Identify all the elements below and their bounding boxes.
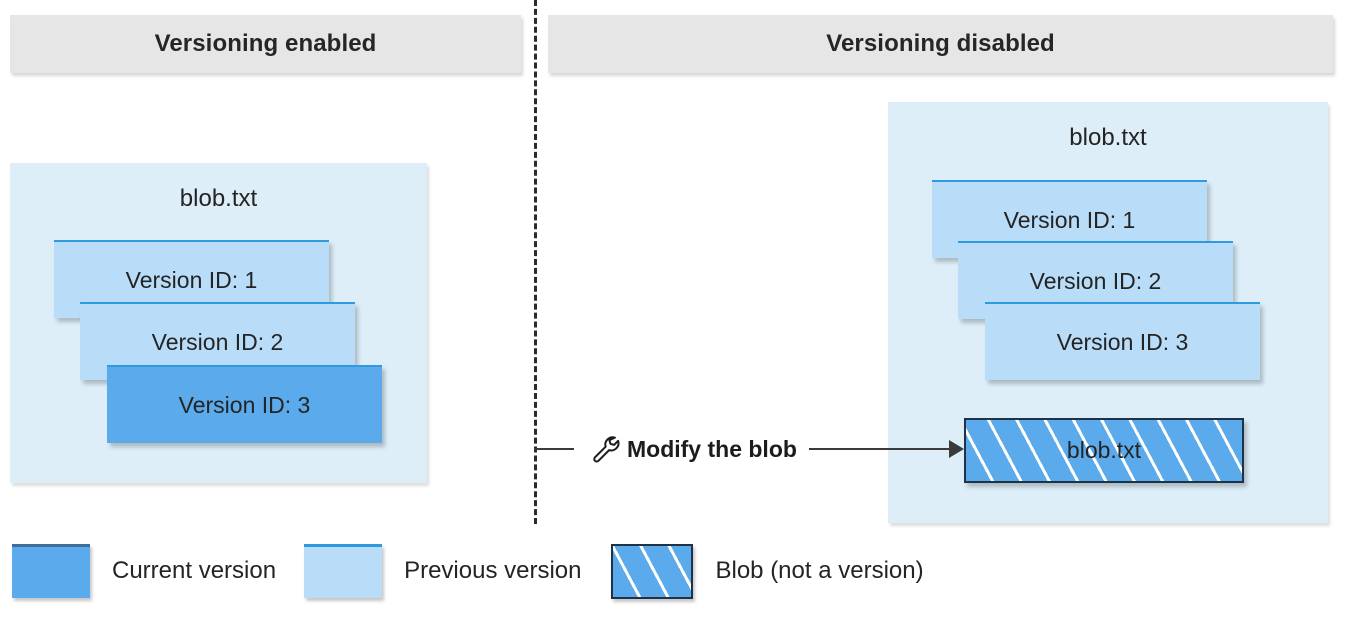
panel-header-versioning-enabled: Versioning enabled [10,15,521,73]
panel-header-label: Versioning disabled [826,30,1055,57]
vertical-dashed-divider [534,0,537,524]
version-card-right-3: Version ID: 3 [985,302,1260,380]
blob-box-label: blob.txt [1066,437,1142,463]
legend-item-previous-version: Previous version [304,543,581,599]
legend-item-current-version: Current version [12,543,276,599]
legend: Current version Previous version Blob (n… [12,543,924,599]
modify-the-blob-connector: Modify the blob [534,425,964,473]
legend-swatch-blob-not-a-version [611,543,694,599]
modify-the-blob-label: Modify the blob [627,435,797,462]
panel-header-versioning-disabled: Versioning disabled [548,15,1333,73]
version-card-label: Version ID: 2 [151,328,284,355]
version-card-left-3-current: Version ID: 3 [107,365,382,443]
legend-swatch-current-version [12,544,90,598]
legend-item-blob-not-a-version: Blob (not a version) [611,543,924,599]
version-card-label: Version ID: 3 [178,391,311,418]
version-card-label: Version ID: 2 [1029,267,1162,294]
legend-label: Current version [112,557,277,584]
connector-line-right [808,448,949,450]
legend-label: Blob (not a version) [715,557,924,584]
version-card-label: Version ID: 1 [1003,206,1136,233]
blob-name-label: blob.txt [179,185,258,212]
version-card-label: Version ID: 1 [125,266,258,293]
arrow-head-icon [949,440,964,458]
legend-swatch-previous-version [304,544,383,598]
connector-line-left [534,448,574,450]
version-card-label: Version ID: 3 [1056,328,1189,355]
blob-not-a-version-box: blob.txt [964,418,1244,483]
legend-label: Previous version [404,557,582,584]
panel-header-label: Versioning enabled [154,30,377,57]
blob-name-label: blob.txt [1069,124,1147,151]
wrench-icon [593,436,620,463]
